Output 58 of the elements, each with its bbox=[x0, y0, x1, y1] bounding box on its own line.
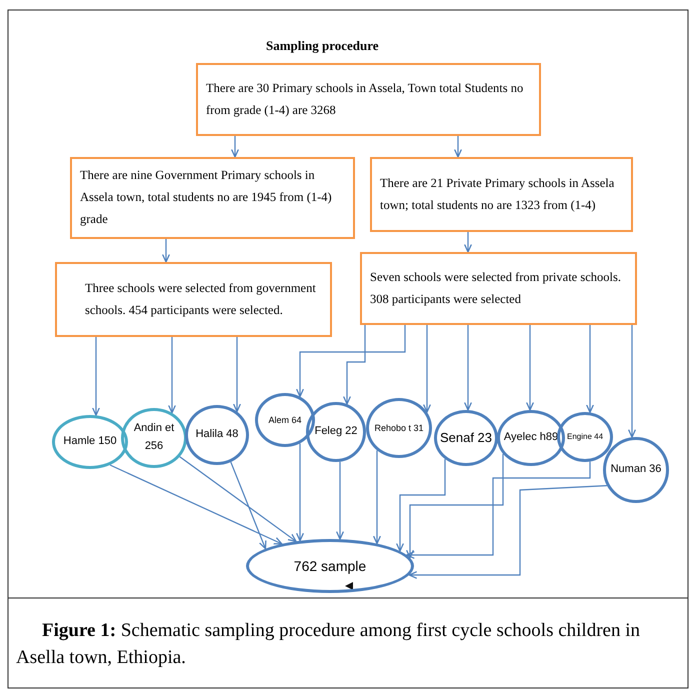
school-circle bbox=[255, 393, 315, 447]
arrow bbox=[343, 325, 366, 405]
arrow bbox=[406, 462, 591, 559]
school-circle bbox=[52, 415, 128, 469]
node-text: Halila 48 bbox=[196, 427, 238, 442]
figure-caption: Figure 1: Schematic sampling procedure among first cycle schools children in Asella town, Ethiopia. bbox=[16, 619, 641, 670]
node-text: Alem 64 bbox=[268, 414, 302, 427]
process-box bbox=[55, 262, 332, 337]
arrow bbox=[162, 239, 170, 263]
diagram-title: Sampling procedure bbox=[266, 38, 379, 54]
node-text: Andin et 256 bbox=[132, 421, 176, 454]
arrow bbox=[454, 136, 462, 158]
process-box bbox=[370, 157, 633, 232]
arrow bbox=[233, 337, 241, 412]
arrow bbox=[168, 337, 176, 414]
arrow bbox=[336, 462, 344, 540]
arrow bbox=[110, 464, 282, 544]
arrow bbox=[628, 325, 636, 438]
node-text: 762 sample bbox=[294, 556, 366, 576]
node-text: Engine 44 bbox=[566, 430, 604, 443]
arrow bbox=[92, 337, 100, 416]
node-text: Senaf 23 bbox=[440, 428, 492, 447]
process-box bbox=[70, 157, 355, 239]
arrow bbox=[373, 450, 381, 544]
node-text: Hamle 150 bbox=[63, 434, 117, 450]
arrow bbox=[586, 325, 594, 414]
node-text: Three schools were selected from government schools. 454 participants were selected. bbox=[85, 280, 317, 319]
node-text: There are nine Government Primary schools in Assela town, total students no are 1945 from (1-4) grade bbox=[80, 167, 333, 228]
node-text: Rehobo t 31 bbox=[374, 422, 424, 435]
arrow bbox=[296, 443, 304, 542]
arrow bbox=[179, 456, 297, 542]
total-ellipse bbox=[246, 539, 414, 593]
process-box bbox=[196, 63, 541, 136]
node-text: There are 21 Private Primary schools in Assela town; total students no are 1323 from (1-4) bbox=[380, 174, 616, 214]
school-circle bbox=[434, 410, 498, 466]
process-box bbox=[360, 252, 637, 325]
arrow bbox=[526, 325, 534, 411]
arrow bbox=[464, 325, 472, 411]
arrow bbox=[231, 136, 239, 158]
school-circle bbox=[557, 412, 613, 462]
arrow bbox=[296, 325, 406, 398]
node-text: Seven schools were selected from private schools. 308 participants were selected bbox=[370, 268, 622, 308]
arrow bbox=[464, 232, 472, 253]
node-text: Numan 36 bbox=[610, 462, 662, 478]
arrow bbox=[230, 462, 266, 550]
arrow bbox=[396, 459, 446, 552]
node-text: Feleg 22 bbox=[314, 424, 358, 440]
school-circle bbox=[366, 398, 432, 458]
school-circle bbox=[603, 437, 669, 503]
arrow bbox=[408, 485, 607, 579]
school-circle bbox=[497, 410, 565, 466]
school-circle bbox=[185, 405, 249, 465]
arrow bbox=[406, 454, 504, 558]
school-circle bbox=[306, 402, 366, 462]
school-circle bbox=[121, 408, 187, 468]
node-text: Ayelec h89 bbox=[504, 430, 558, 446]
node-text: There are 30 Primary schools in Assela, Town total Students no from grade (1-4) are 3268 bbox=[206, 80, 524, 119]
arrow bbox=[423, 325, 431, 413]
